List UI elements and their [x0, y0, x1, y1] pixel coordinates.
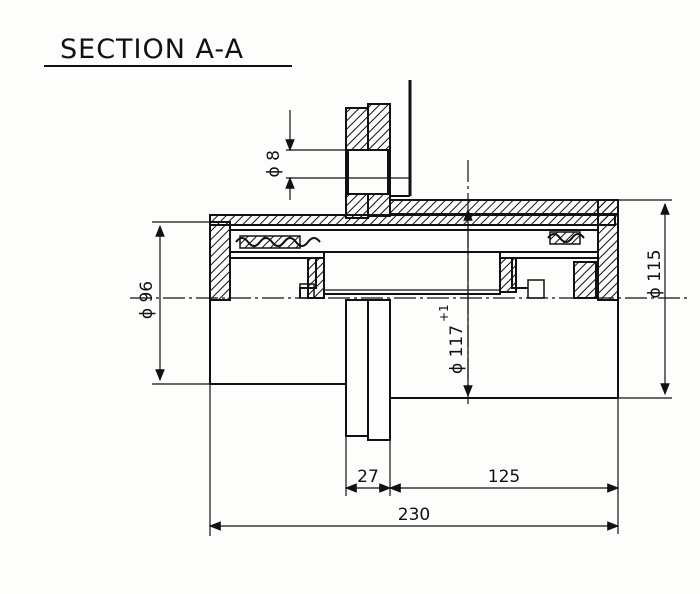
dimension-phi-96: ϕ 96: [137, 281, 157, 319]
dimension-230: 230: [398, 505, 430, 525]
section-title: SECTION A-A: [60, 34, 244, 65]
dimension-125: 125: [488, 467, 520, 487]
lower-flange-right: [367, 299, 391, 441]
dimension-phi-115: ϕ 115: [645, 249, 665, 298]
flange-top-plate: [389, 199, 619, 215]
left-housing-wall: [209, 221, 231, 301]
left-hub: [230, 257, 317, 298]
dimension-phi-8: ϕ 8: [264, 150, 284, 177]
housing-top-wall: [209, 214, 616, 226]
dimension-27: 27: [357, 467, 379, 487]
pin-hole: [347, 149, 389, 195]
dimension-phi-117-tolerance: +1: [437, 304, 451, 322]
dimension-phi-117: ϕ 117: [447, 325, 467, 374]
central-shaft: [323, 251, 501, 295]
lower-flange-left: [345, 299, 369, 437]
